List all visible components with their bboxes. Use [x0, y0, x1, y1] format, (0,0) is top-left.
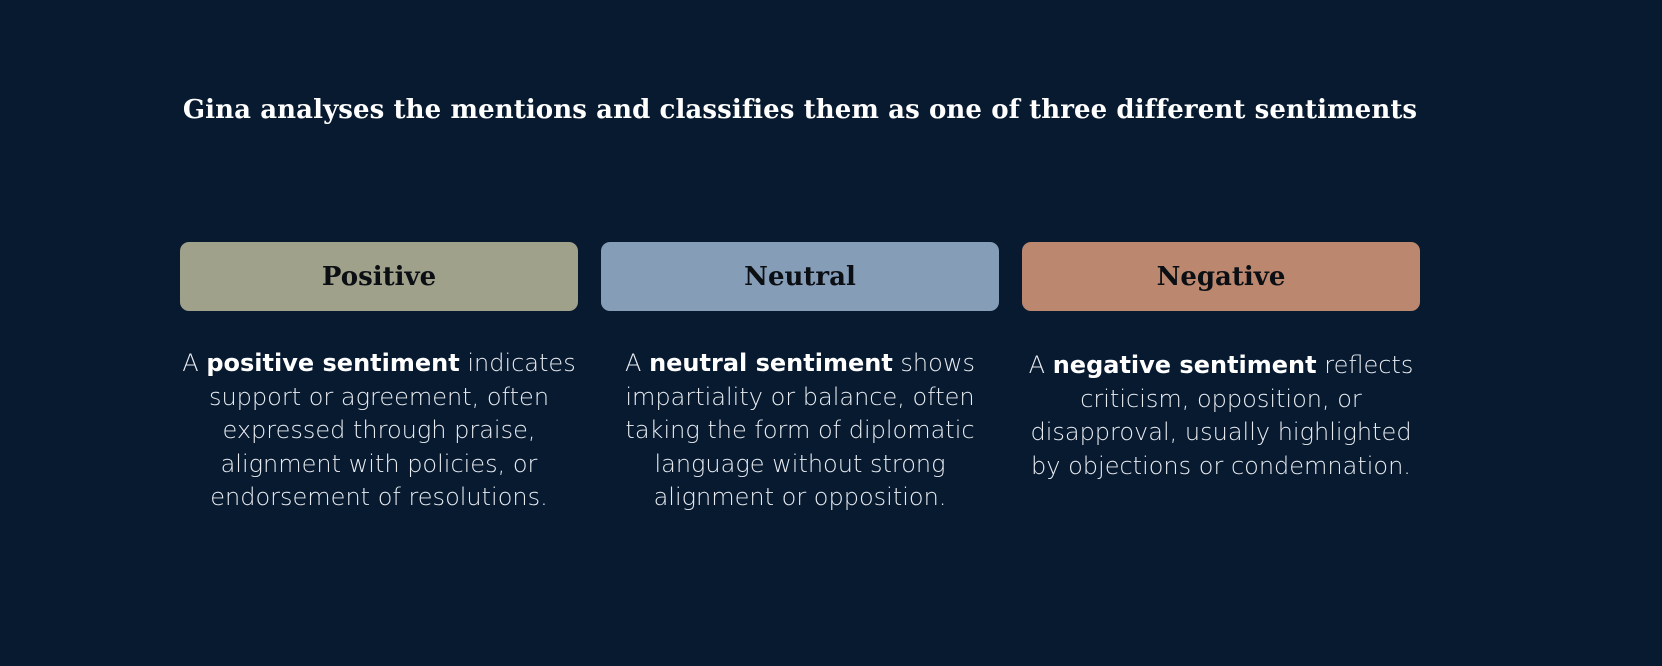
description-text: indicates support or agreement, often ex…	[208, 349, 576, 511]
sentiment-description-positive: A positive sentiment indicates support o…	[180, 347, 578, 515]
description-keyword: neutral sentiment	[649, 349, 893, 377]
description-text: reflects criticism, opposition, or disap…	[1030, 351, 1414, 480]
sentiment-label-positive: Positive	[180, 242, 578, 311]
sentiment-description-negative: A negative sentiment reflects criticism,…	[1022, 349, 1420, 483]
sentiment-label-negative: Negative	[1022, 242, 1420, 311]
sentiment-description-neutral: A neutral sentiment shows impartiality o…	[601, 347, 999, 515]
description-text: shows impartiality or balance, often tak…	[625, 349, 975, 511]
description-prefix: A	[625, 349, 650, 377]
description-prefix: A	[1028, 351, 1053, 379]
sentiment-label-neutral: Neutral	[601, 242, 999, 311]
description-keyword: positive sentiment	[206, 349, 460, 377]
description-prefix: A	[182, 349, 207, 377]
description-keyword: negative sentiment	[1052, 351, 1317, 379]
page-title: Gina analyses the mentions and classifie…	[182, 95, 1418, 125]
